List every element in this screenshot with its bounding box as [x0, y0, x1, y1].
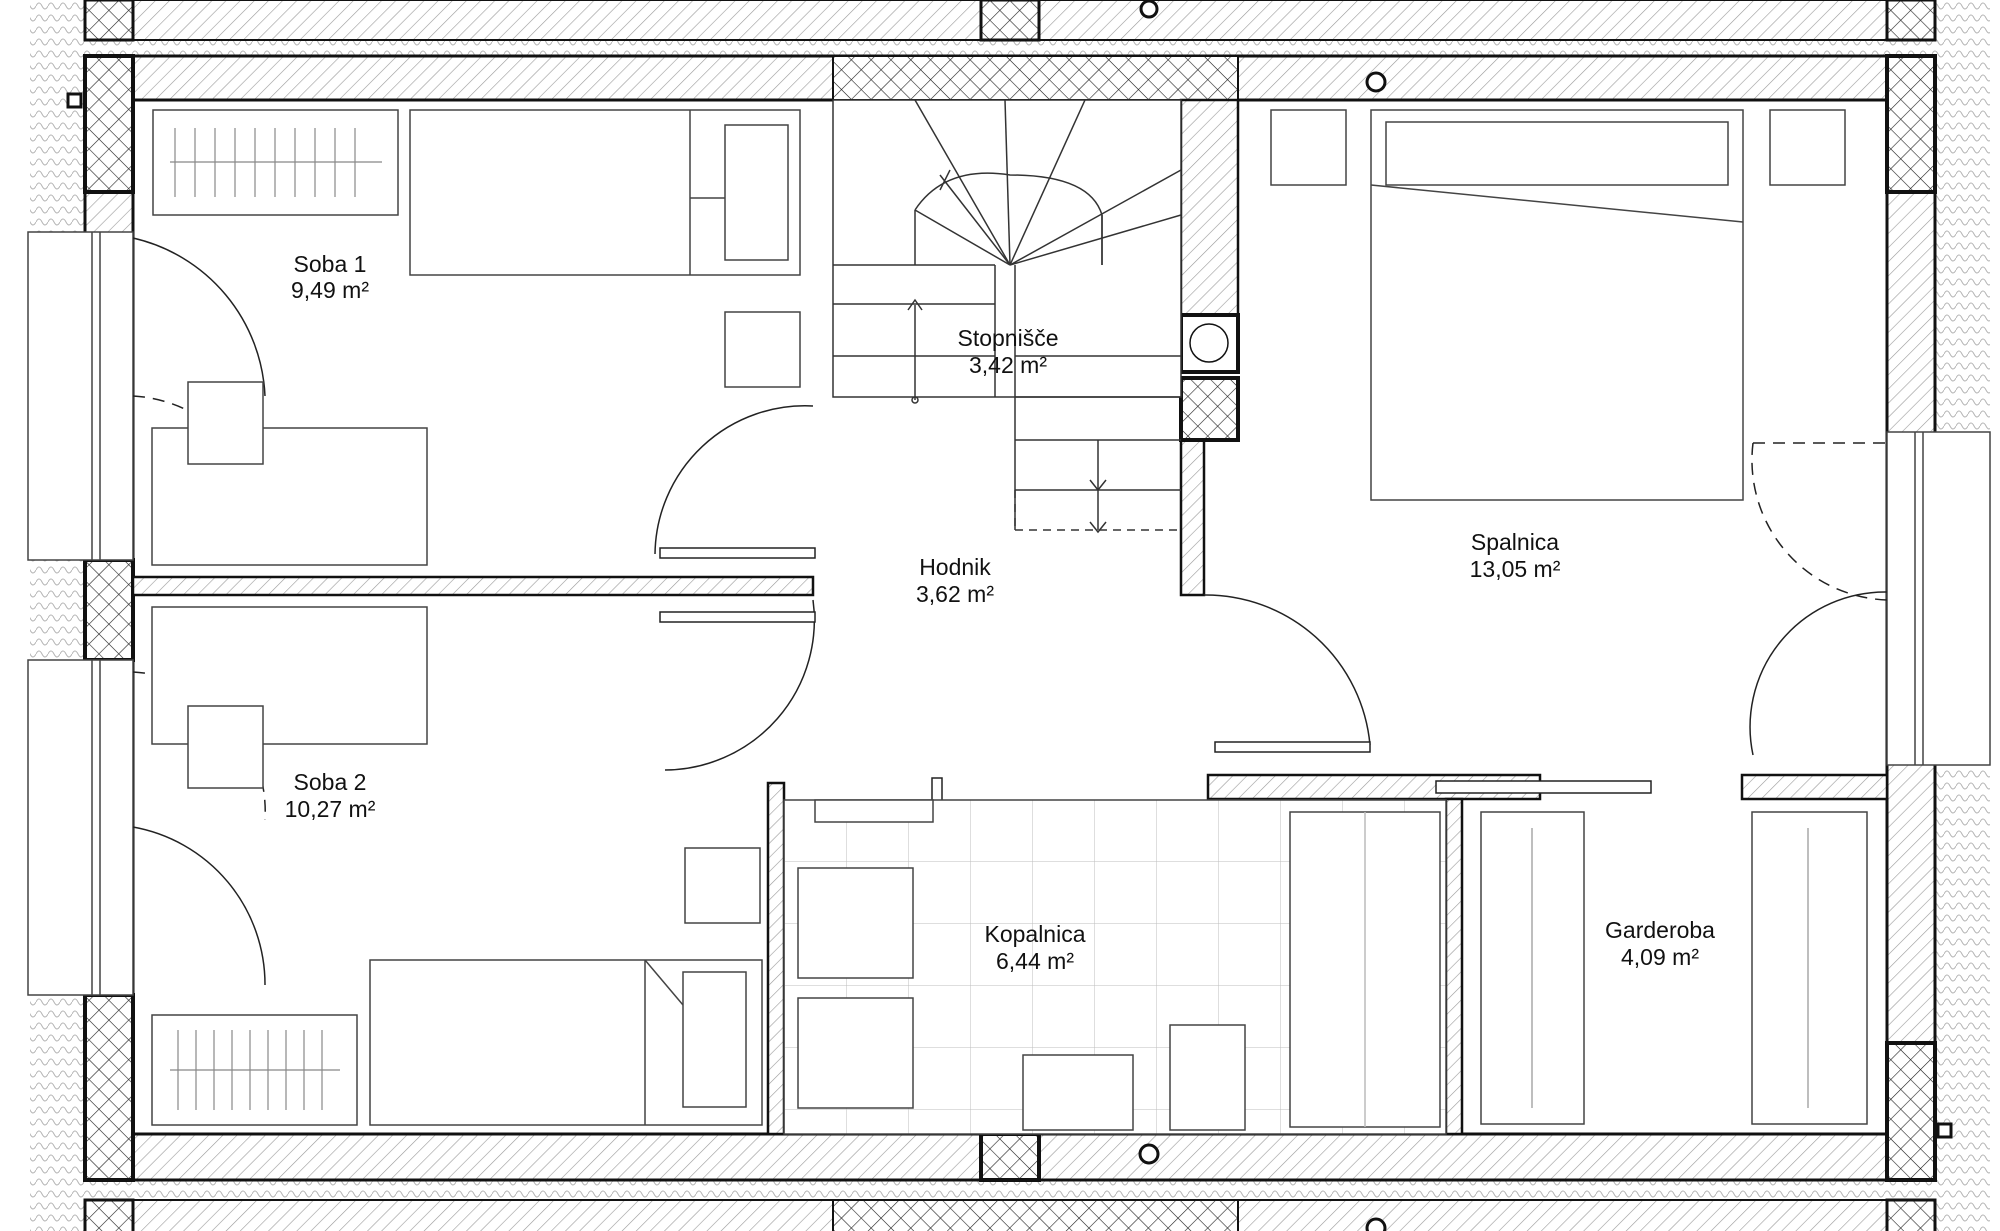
svg-text:Garderoba: Garderoba	[1605, 917, 1715, 943]
shafts	[1179, 313, 1240, 442]
svg-text:Soba 2: Soba 2	[294, 769, 367, 795]
svg-text:Soba 1: Soba 1	[294, 251, 367, 277]
furniture-soba1	[151, 109, 801, 566]
room-label-stopnisce: Stopnišče 3,42 m²	[957, 325, 1058, 378]
svg-text:Kopalnica: Kopalnica	[984, 921, 1085, 947]
svg-text:10,27 m²: 10,27 m²	[285, 796, 376, 822]
room-label-kopalnica: Kopalnica 6,44 m²	[984, 921, 1085, 974]
svg-text:4,09 m²: 4,09 m²	[1621, 944, 1699, 970]
svg-text:Hodnik: Hodnik	[919, 554, 991, 580]
room-label-hodnik: Hodnik 3,62 m²	[916, 554, 994, 607]
svg-text:3,62 m²: 3,62 m²	[916, 581, 994, 607]
furniture-soba2	[151, 606, 763, 1126]
bathroom	[783, 799, 1447, 1135]
staircase	[832, 99, 1182, 534]
svg-text:13,05 m²: 13,05 m²	[1470, 556, 1561, 582]
neighbour-plan-top	[30, 0, 1990, 58]
furniture-spalnica	[1270, 109, 1846, 501]
svg-text:6,44 m²: 6,44 m²	[996, 948, 1074, 974]
svg-text:3,42 m²: 3,42 m²	[969, 352, 1047, 378]
room-label-soba1: Soba 1 9,49 m²	[291, 251, 369, 303]
svg-text:Spalnica: Spalnica	[1471, 529, 1559, 555]
room-label-garderoba: Garderoba 4,09 m²	[1605, 917, 1715, 970]
svg-text:9,49 m²: 9,49 m²	[291, 277, 369, 303]
svg-text:Stopnišče: Stopnišče	[957, 325, 1058, 351]
room-label-spalnica: Spalnica 13,05 m²	[1470, 529, 1561, 582]
wardrobes	[1480, 811, 1868, 1125]
neighbour-plan-bottom	[30, 1180, 1990, 1231]
room-label-soba2: Soba 2 10,27 m²	[285, 769, 376, 822]
windows	[27, 231, 1991, 996]
